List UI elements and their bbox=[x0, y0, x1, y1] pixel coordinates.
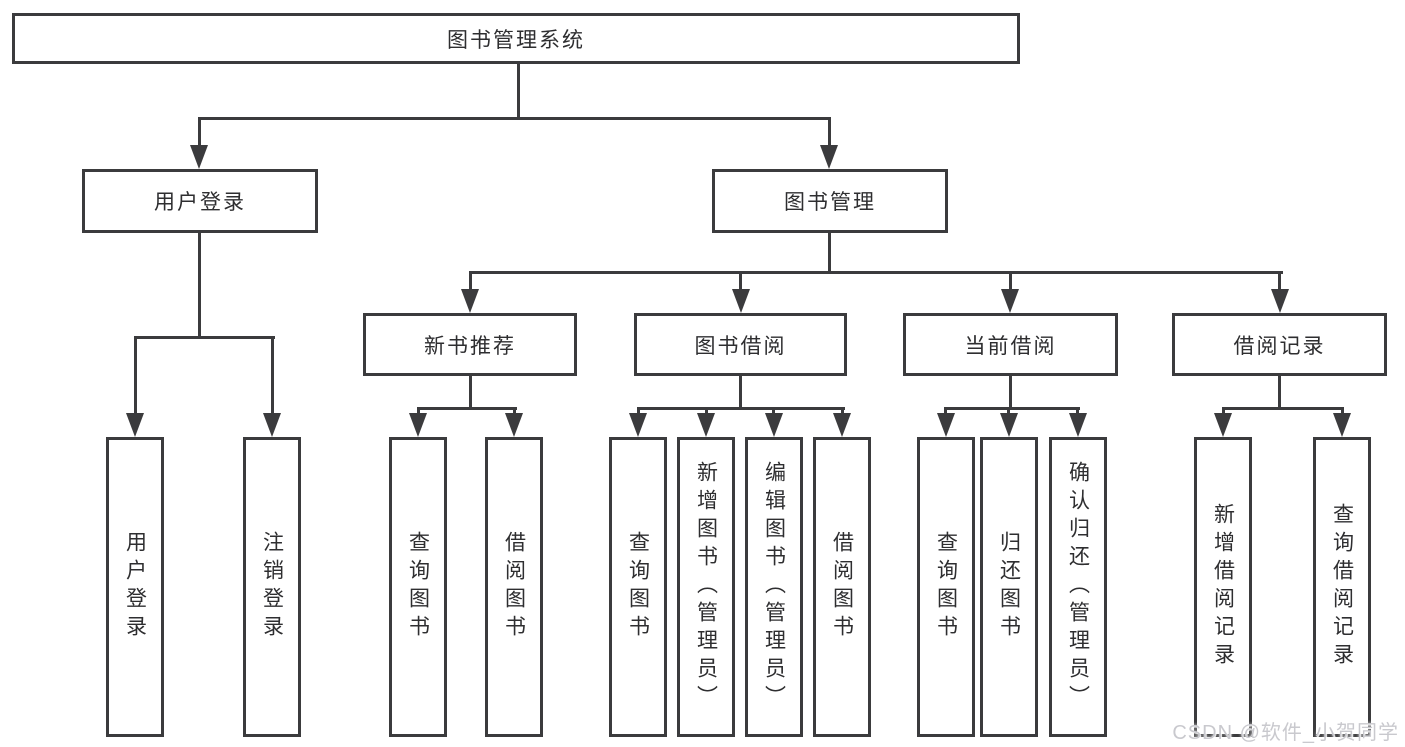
leaf-borrow-add-admin: 新增图书（管理员） bbox=[677, 437, 735, 737]
connector-line bbox=[134, 336, 275, 339]
connector-line bbox=[637, 409, 640, 416]
connector-line bbox=[517, 64, 520, 118]
connector-line bbox=[1076, 409, 1079, 416]
leaf-current-confirm-admin: 确认归还（管理员） bbox=[1049, 437, 1107, 737]
leaf-current-query-label: 查询图书 bbox=[934, 531, 958, 643]
leaf-current-query: 查询图书 bbox=[917, 437, 975, 737]
node-book-management-label: 图书管理 bbox=[784, 191, 876, 214]
connector-line bbox=[1341, 409, 1344, 416]
connector-line bbox=[513, 409, 516, 416]
connector-line bbox=[944, 407, 1080, 410]
connector-line bbox=[198, 117, 831, 120]
connector-line bbox=[739, 376, 742, 410]
connector-line bbox=[841, 409, 844, 416]
arrowhead-down-icon bbox=[263, 413, 281, 437]
arrowhead-down-icon bbox=[1214, 413, 1232, 437]
connector-line bbox=[828, 119, 831, 147]
connector-line bbox=[1009, 376, 1012, 410]
leaf-record-add-label: 新增借阅记录 bbox=[1211, 503, 1235, 671]
node-user-login-label: 用户登录 bbox=[154, 191, 246, 214]
connector-line bbox=[637, 407, 845, 410]
arrowhead-down-icon bbox=[409, 413, 427, 437]
connector-line bbox=[944, 409, 947, 416]
leaf-borrow-query-label: 查询图书 bbox=[626, 531, 650, 643]
connector-line bbox=[198, 119, 201, 147]
node-root: 图书管理系统 bbox=[12, 13, 1020, 64]
connector-line bbox=[1222, 407, 1344, 410]
node-borrow-record: 借阅记录 bbox=[1172, 313, 1387, 376]
leaf-logout: 注销登录 bbox=[243, 437, 301, 737]
arrowhead-down-icon bbox=[1271, 289, 1289, 313]
connector-line bbox=[1007, 409, 1010, 416]
leaf-logout-label: 注销登录 bbox=[260, 531, 284, 643]
arrowhead-down-icon bbox=[1069, 413, 1087, 437]
leaf-borrow-edit-admin-label: 编辑图书（管理员） bbox=[762, 461, 786, 713]
node-current-borrow-label: 当前借阅 bbox=[964, 334, 1057, 358]
connector-line bbox=[417, 409, 420, 416]
leaf-current-return-label: 归还图书 bbox=[997, 531, 1021, 643]
leaf-current-confirm-admin-label: 确认归还（管理员） bbox=[1066, 461, 1090, 713]
arrowhead-down-icon bbox=[1000, 413, 1018, 437]
connector-line bbox=[469, 271, 1283, 274]
node-book-borrow-label: 图书借阅 bbox=[694, 334, 787, 358]
connector-line bbox=[271, 338, 274, 415]
node-book-borrow: 图书借阅 bbox=[634, 313, 847, 376]
arrowhead-down-icon bbox=[461, 289, 479, 313]
arrowhead-down-icon bbox=[732, 289, 750, 313]
node-current-borrow: 当前借阅 bbox=[903, 313, 1118, 376]
leaf-record-add: 新增借阅记录 bbox=[1194, 437, 1252, 737]
leaf-record-query: 查询借阅记录 bbox=[1313, 437, 1371, 737]
csdn-watermark: CSDN @软件_小贺同学 bbox=[1172, 722, 1399, 744]
leaf-newbook-borrow-label: 借阅图书 bbox=[502, 531, 526, 643]
arrowhead-down-icon bbox=[833, 413, 851, 437]
arrowhead-down-icon bbox=[629, 413, 647, 437]
leaf-user-login: 用户登录 bbox=[106, 437, 164, 737]
connector-line bbox=[739, 273, 742, 291]
leaf-borrow-add-admin-label: 新增图书（管理员） bbox=[694, 461, 718, 713]
leaf-record-query-label: 查询借阅记录 bbox=[1330, 503, 1354, 671]
connector-line bbox=[1278, 273, 1281, 291]
arrowhead-down-icon bbox=[190, 145, 208, 169]
arrowhead-down-icon bbox=[697, 413, 715, 437]
arrowhead-down-icon bbox=[765, 413, 783, 437]
connector-line bbox=[705, 409, 708, 416]
arrowhead-down-icon bbox=[820, 145, 838, 169]
node-user-login: 用户登录 bbox=[82, 169, 318, 233]
arrowhead-down-icon bbox=[126, 413, 144, 437]
leaf-borrow-book: 借阅图书 bbox=[813, 437, 871, 737]
connector-line bbox=[1009, 273, 1012, 291]
leaf-current-return: 归还图书 bbox=[980, 437, 1038, 737]
connector-line bbox=[469, 376, 472, 410]
arrowhead-down-icon bbox=[937, 413, 955, 437]
arrowhead-down-icon bbox=[1001, 289, 1019, 313]
leaf-user-login-label: 用户登录 bbox=[123, 531, 147, 643]
connector-line bbox=[469, 273, 472, 291]
connector-line bbox=[772, 409, 775, 416]
connector-line bbox=[417, 407, 517, 410]
leaf-newbook-query: 查询图书 bbox=[389, 437, 447, 737]
arrowhead-down-icon bbox=[1333, 413, 1351, 437]
leaf-borrow-book-label: 借阅图书 bbox=[830, 531, 854, 643]
leaf-borrow-edit-admin: 编辑图书（管理员） bbox=[745, 437, 803, 737]
node-book-management: 图书管理 bbox=[712, 169, 948, 233]
connector-line bbox=[1278, 376, 1281, 410]
node-borrow-record-label: 借阅记录 bbox=[1233, 334, 1326, 358]
connector-line bbox=[198, 233, 201, 339]
leaf-borrow-query: 查询图书 bbox=[609, 437, 667, 737]
arrowhead-down-icon bbox=[505, 413, 523, 437]
connector-line bbox=[1222, 409, 1225, 416]
node-new-book-recommend: 新书推荐 bbox=[363, 313, 577, 376]
connector-line bbox=[828, 233, 831, 274]
connector-line bbox=[134, 338, 137, 415]
node-new-book-recommend-label: 新书推荐 bbox=[424, 334, 516, 358]
leaf-newbook-borrow: 借阅图书 bbox=[485, 437, 543, 737]
leaf-newbook-query-label: 查询图书 bbox=[406, 531, 430, 643]
node-root-label: 图书管理系统 bbox=[447, 28, 585, 52]
